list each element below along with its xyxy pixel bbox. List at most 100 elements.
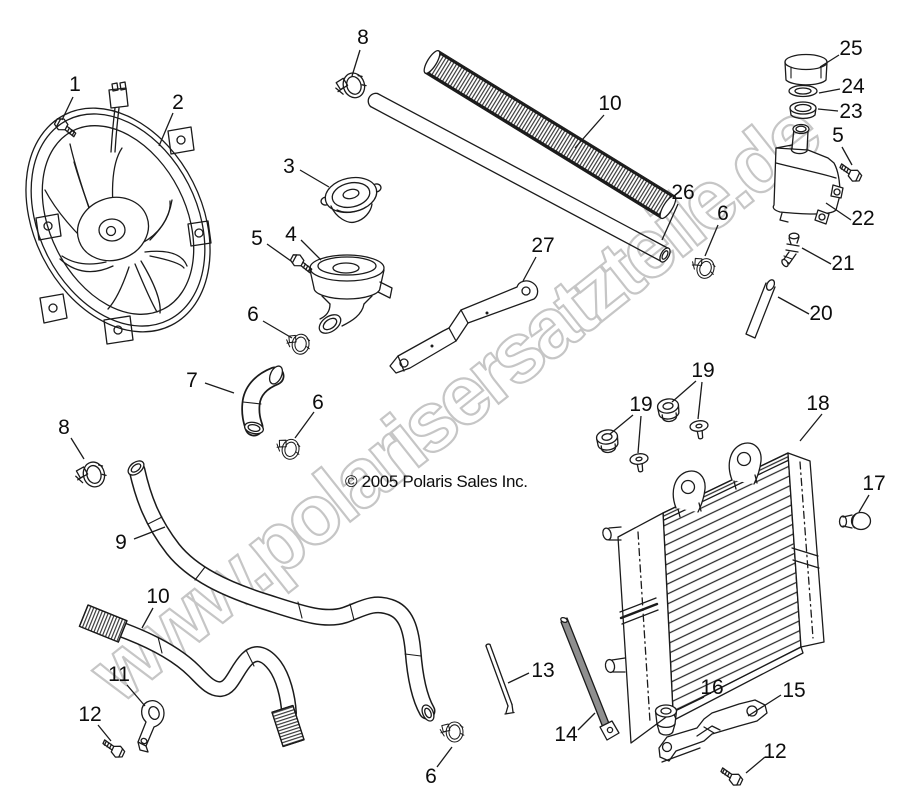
leader-line-12 [97, 724, 112, 742]
fan-wire-connector [108, 81, 129, 153]
copyright-text: © 2005 Polaris Sales Inc. [345, 472, 528, 491]
callout-layer: 1234556666788910101112121314151617181919… [58, 26, 886, 788]
callout-22: 22 [851, 207, 874, 230]
leader-line-19 [637, 415, 642, 454]
bolt-12-right [717, 766, 745, 789]
callout-6: 6 [717, 202, 729, 225]
bushing-16 [654, 704, 678, 736]
rivet-19-b [628, 451, 651, 474]
leader-line-18 [799, 413, 823, 442]
callout-5: 5 [251, 227, 263, 250]
leader-line-8 [351, 49, 361, 77]
pressure-cap-3 [320, 176, 382, 224]
bolt-5-left [288, 251, 316, 275]
leader-line-6 [436, 746, 453, 768]
leader-line-19 [609, 414, 634, 435]
callout-8: 8 [357, 26, 369, 49]
callout-21: 21 [831, 252, 854, 275]
leader-line-10 [574, 114, 605, 149]
grommet-19-a [655, 396, 682, 424]
tube-26 [367, 92, 671, 263]
callout-12: 12 [763, 740, 786, 763]
bracket-15 [658, 699, 768, 763]
bolt-17 [838, 511, 872, 531]
callout-19: 19 [629, 393, 652, 416]
leader-line-14 [577, 712, 596, 731]
leader-line-25 [819, 54, 840, 68]
callout-3: 3 [283, 155, 295, 178]
callout-26: 26 [671, 181, 694, 204]
callout-19: 19 [691, 359, 714, 382]
leader-line-27 [522, 256, 537, 282]
leader-line-7 [204, 382, 235, 394]
rivet-19-a [688, 418, 711, 441]
spring-hose-10-top [423, 50, 677, 220]
callout-4: 4 [285, 223, 297, 246]
leader-line-2 [158, 112, 174, 147]
leader-line-20 [777, 296, 810, 315]
washer-24 [788, 84, 818, 98]
callout-10: 10 [146, 585, 169, 608]
reservoir-22 [772, 123, 844, 225]
callout-5: 5 [832, 124, 844, 147]
fan-assembly [25, 81, 212, 345]
hose-20 [745, 279, 776, 339]
leader-line-5 [841, 146, 853, 166]
leader-line-15 [747, 694, 782, 717]
hose-clamp-8-top [332, 69, 370, 104]
rod-14 [560, 616, 620, 741]
callout-27: 27 [531, 234, 554, 257]
leader-line-3 [299, 169, 330, 188]
leader-line-23 [817, 108, 839, 112]
hose-clamp-6-b [273, 436, 303, 462]
leader-line-12 [745, 756, 766, 774]
elbow-hose-7 [241, 365, 285, 437]
leader-line-16 [678, 696, 705, 710]
leader-line-19 [671, 380, 697, 403]
leader-line-8 [70, 437, 85, 460]
leader-line-6 [704, 224, 719, 257]
leader-line-5 [266, 243, 292, 262]
leader-line-17 [858, 494, 870, 513]
clamp-bracket-11 [137, 700, 165, 753]
leader-line-21 [801, 247, 832, 265]
leader-line-6 [262, 320, 293, 339]
callout-2: 2 [172, 91, 184, 114]
hose-10-bottom [78, 604, 305, 748]
leader-line-19 [697, 381, 703, 420]
hose-clamp-6-c [439, 721, 465, 743]
fan-mount-tabs [35, 126, 212, 345]
callout-15: 15 [782, 679, 805, 702]
bracket-27 [389, 280, 539, 374]
callout-7: 7 [186, 369, 198, 392]
rod-13 [485, 643, 515, 715]
callout-6: 6 [425, 765, 437, 788]
leader-line-1 [61, 96, 74, 121]
leader-line-10 [141, 607, 154, 629]
hose-clamp-8-left [72, 458, 109, 492]
callout-13: 13 [531, 659, 554, 682]
leader-line-24 [818, 88, 841, 94]
callout-23: 23 [839, 100, 862, 123]
bolt-12-left [99, 738, 127, 761]
callout-10: 10 [598, 92, 621, 115]
callout-6: 6 [247, 303, 259, 326]
callout-9: 9 [115, 531, 127, 554]
leader-line-6 [294, 411, 315, 439]
callout-6: 6 [312, 391, 324, 414]
leader-line-22 [825, 202, 852, 221]
callout-17: 17 [862, 472, 885, 495]
callout-20: 20 [809, 302, 832, 325]
callout-8: 8 [58, 416, 70, 439]
callout-11: 11 [108, 663, 130, 686]
callout-16: 16 [700, 676, 723, 699]
cap-25 [784, 53, 828, 86]
leader-line-9 [133, 526, 166, 540]
leader-line-13 [507, 672, 530, 684]
hose-9 [127, 460, 436, 722]
callout-14: 14 [554, 723, 578, 746]
bolt-5-right [836, 162, 864, 185]
leader-line-26 [661, 203, 679, 241]
